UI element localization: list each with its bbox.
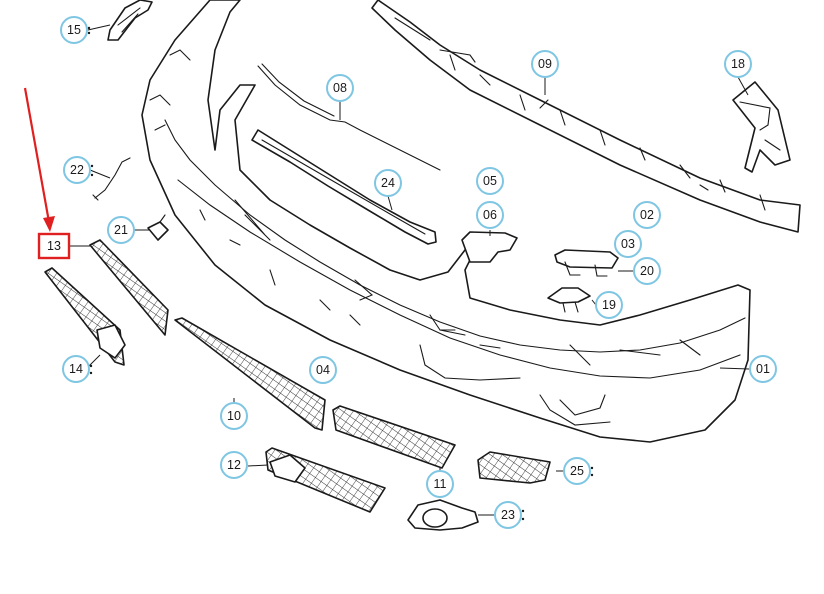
callout-09[interactable]: 09 (531, 50, 559, 78)
svg-text:21: 21 (114, 223, 128, 237)
part-09-upper-carrier (371, 0, 801, 233)
part-20-mount-clip (554, 249, 619, 277)
part-22-wire (92, 157, 131, 201)
svg-text:15: 15 (67, 23, 81, 37)
part-21-clip (147, 214, 169, 241)
callout-04[interactable]: 04 (309, 356, 337, 384)
svg-text:18: 18 (731, 57, 745, 71)
svg-text:24: 24 (381, 176, 395, 190)
svg-text:06: 06 (483, 208, 497, 222)
svg-text:03: 03 (621, 237, 635, 251)
svg-text:25: 25 (570, 464, 584, 478)
callout-24[interactable]: 24 (374, 169, 402, 197)
callout-23[interactable]: 23 (494, 501, 525, 529)
part-15-bracket (107, 0, 153, 41)
callout-13[interactable]: 13 (37, 232, 71, 260)
svg-text:04: 04 (316, 363, 330, 377)
callout-12[interactable]: 12 (220, 451, 248, 479)
highlight-arrow (23, 87, 55, 232)
callout-22[interactable]: 22 (63, 156, 94, 184)
callout-25[interactable]: 25 (563, 457, 594, 485)
part-10-center-grille (174, 317, 326, 431)
svg-text:10: 10 (227, 409, 241, 423)
callout-20[interactable]: 20 (633, 257, 661, 285)
callout-08[interactable]: 08 (326, 74, 354, 102)
part-19-tow-cover (547, 287, 591, 313)
leader-lines (68, 24, 750, 516)
part-14-left-fog-grille (44, 267, 126, 366)
callout-19[interactable]: 19 (595, 291, 623, 319)
part-13-left-grille (89, 239, 169, 336)
svg-text:14: 14 (69, 362, 83, 376)
part-24-grille-strip (251, 129, 437, 245)
callout-15[interactable]: 15 (60, 16, 91, 44)
callout-11[interactable]: 11 (426, 470, 454, 498)
callout-18[interactable]: 18 (724, 50, 752, 78)
part-18-side-bracket (732, 81, 791, 173)
part-25-small-grille (477, 451, 551, 484)
svg-text:12: 12 (227, 458, 241, 472)
svg-text:09: 09 (538, 57, 552, 71)
callout-10[interactable]: 10 (220, 402, 248, 430)
part-08-seal-strip (257, 63, 441, 171)
part-23-fog-bezel (407, 499, 479, 531)
svg-text:20: 20 (640, 264, 654, 278)
callout-03[interactable]: 03 (614, 230, 642, 258)
svg-text:05: 05 (483, 174, 497, 188)
svg-text:13: 13 (47, 239, 61, 253)
svg-text:19: 19 (602, 298, 616, 312)
callout-06[interactable]: 06 (476, 201, 504, 229)
part-11-right-grille (332, 405, 456, 469)
callout-14[interactable]: 14 (62, 355, 93, 383)
part-01-bumper-cover (141, 0, 751, 443)
svg-text:02: 02 (640, 208, 654, 222)
part-05-06-bracket (461, 231, 518, 263)
svg-text:08: 08 (333, 81, 347, 95)
callout-02[interactable]: 02 (633, 201, 661, 229)
part-12-lower-grille (265, 447, 386, 513)
svg-text:11: 11 (434, 477, 447, 491)
callout-01[interactable]: 01 (749, 355, 777, 383)
svg-text:23: 23 (501, 508, 515, 522)
callout-21[interactable]: 21 (107, 216, 135, 244)
callout-05[interactable]: 05 (476, 167, 504, 195)
svg-text:01: 01 (756, 362, 770, 376)
svg-text:22: 22 (70, 163, 84, 177)
